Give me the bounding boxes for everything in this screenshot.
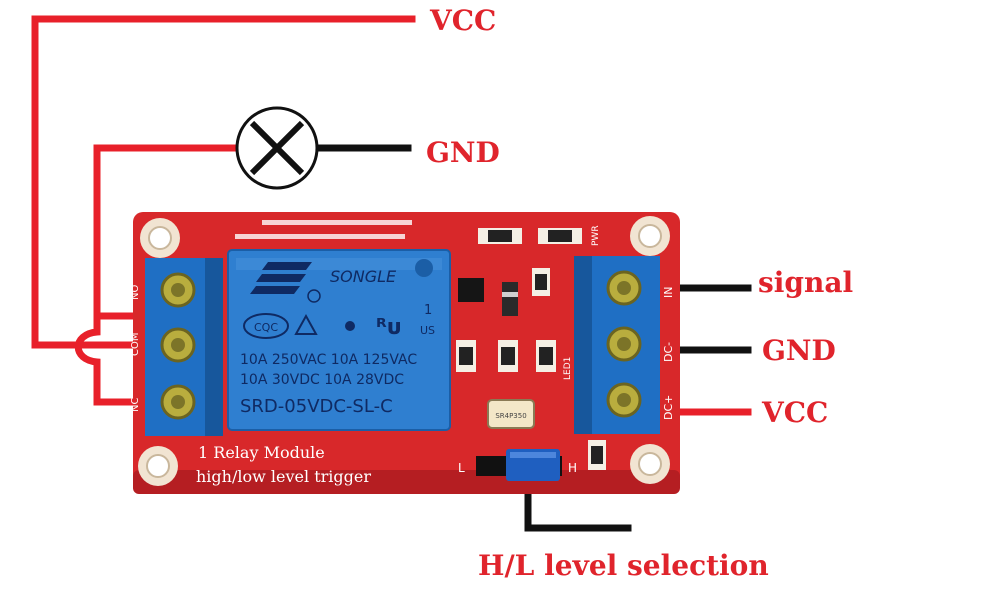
mount-hole-tr-inner bbox=[638, 224, 662, 248]
right-terminal-side bbox=[574, 256, 592, 434]
logo-stripe-1 bbox=[262, 262, 312, 270]
label-top-vcc: VCC bbox=[429, 4, 496, 37]
ul-mark: ᴿᴜ bbox=[376, 315, 401, 340]
wire-crossover bbox=[74, 312, 101, 376]
silk-mark-1 bbox=[262, 220, 412, 225]
module-title-line1: 1 Relay Module bbox=[198, 443, 325, 462]
components: SR4P350 bbox=[456, 228, 606, 470]
relay-module-board: NO COM NC SONGLE CQC ᴿᴜ US 1 10A 250VAC bbox=[130, 212, 680, 494]
hl-jumper[interactable] bbox=[476, 449, 562, 481]
label-signal: signal bbox=[758, 266, 853, 299]
smd-right-inner bbox=[591, 446, 603, 464]
left-terminal-block bbox=[145, 258, 223, 436]
module-title-line2: high/low level trigger bbox=[196, 467, 371, 486]
right-screw-2-core bbox=[617, 337, 631, 351]
smd-mid-4-inner bbox=[539, 347, 553, 365]
triangle-mark bbox=[294, 313, 318, 335]
smd-mid-3-inner bbox=[501, 347, 515, 365]
led-mark: LED1 bbox=[563, 357, 573, 380]
crystal bbox=[487, 399, 535, 429]
vcc-wire-top bbox=[31, 15, 416, 349]
left-pin-nc-label: NC bbox=[130, 398, 141, 412]
relay-registered-mark bbox=[307, 289, 321, 303]
pin-dc-plus-label: DC+ bbox=[662, 395, 675, 420]
crystal-label: SR4P350 bbox=[495, 412, 526, 420]
jumper-cap-highlight bbox=[510, 452, 556, 458]
logo-stripe-2 bbox=[256, 274, 306, 282]
relay-body bbox=[227, 249, 451, 431]
diode-band bbox=[502, 292, 518, 297]
mount-holes bbox=[138, 216, 670, 486]
relay: SONGLE CQC ᴿᴜ US 1 10A 250VAC 10A 125VAC… bbox=[227, 249, 451, 431]
relay-model: SRD-05VDC-SL-C bbox=[240, 396, 393, 417]
pin-dc-minus-label: DC- bbox=[662, 342, 675, 362]
smd-mid-1-inner bbox=[535, 274, 547, 290]
pin-in-label: IN bbox=[662, 287, 675, 298]
smd-top-2-inner bbox=[548, 230, 572, 242]
logo-stripe-3 bbox=[250, 286, 300, 294]
left-screw-2-core bbox=[171, 338, 185, 352]
mount-hole-bl-inner bbox=[146, 454, 170, 478]
left-screw-3-core bbox=[171, 395, 185, 409]
right-screw-3-core bbox=[617, 393, 631, 407]
jumper-h-label: H bbox=[568, 461, 577, 475]
lamp-wire-red bbox=[93, 144, 242, 320]
jumper-l-label: L bbox=[458, 461, 465, 475]
label-lamp-gnd: GND bbox=[426, 136, 500, 169]
smd-top-1-inner bbox=[488, 230, 512, 242]
mount-hole-tl-inner bbox=[148, 226, 172, 250]
relay-center-dot bbox=[345, 321, 355, 331]
right-terminal-block bbox=[574, 256, 660, 434]
cqc-text: CQC bbox=[254, 321, 278, 334]
label-right-gnd: GND bbox=[762, 334, 836, 367]
silk-mark-2 bbox=[235, 234, 405, 239]
pwr-mark: PWR bbox=[591, 225, 601, 246]
top-silkscreen bbox=[235, 220, 412, 239]
left-terminal-side bbox=[205, 258, 223, 436]
ul-one: 1 bbox=[424, 303, 432, 318]
left-screw-1-core bbox=[171, 283, 185, 297]
cqc-mark bbox=[243, 313, 289, 339]
relay-corner-dot bbox=[415, 259, 433, 277]
transistor bbox=[458, 278, 484, 302]
lamp-cross-b bbox=[249, 120, 305, 176]
label-right-vcc: VCC bbox=[761, 396, 828, 429]
mount-hole-br-inner bbox=[638, 452, 662, 476]
left-pin-com-label: COM bbox=[130, 333, 141, 356]
left-pin-no-label: NO bbox=[130, 285, 141, 300]
wires bbox=[31, 15, 752, 532]
songle-logo bbox=[250, 262, 312, 294]
relay-rating-2: 10A 30VDC 10A 28VDC bbox=[240, 372, 404, 388]
lamp-wire-red-nc bbox=[93, 368, 154, 406]
hl-pointer-wire bbox=[524, 476, 632, 532]
right-screw-1-core bbox=[617, 281, 631, 295]
lamp-symbol bbox=[235, 106, 319, 190]
smd-mid-2-inner bbox=[459, 347, 473, 365]
diode bbox=[502, 282, 518, 316]
relay-brand: SONGLE bbox=[330, 267, 397, 286]
label-hl-selection: H/L level selection bbox=[478, 549, 769, 582]
relay-rating-1: 10A 250VAC 10A 125VAC bbox=[240, 352, 417, 368]
ul-us: US bbox=[420, 324, 435, 337]
